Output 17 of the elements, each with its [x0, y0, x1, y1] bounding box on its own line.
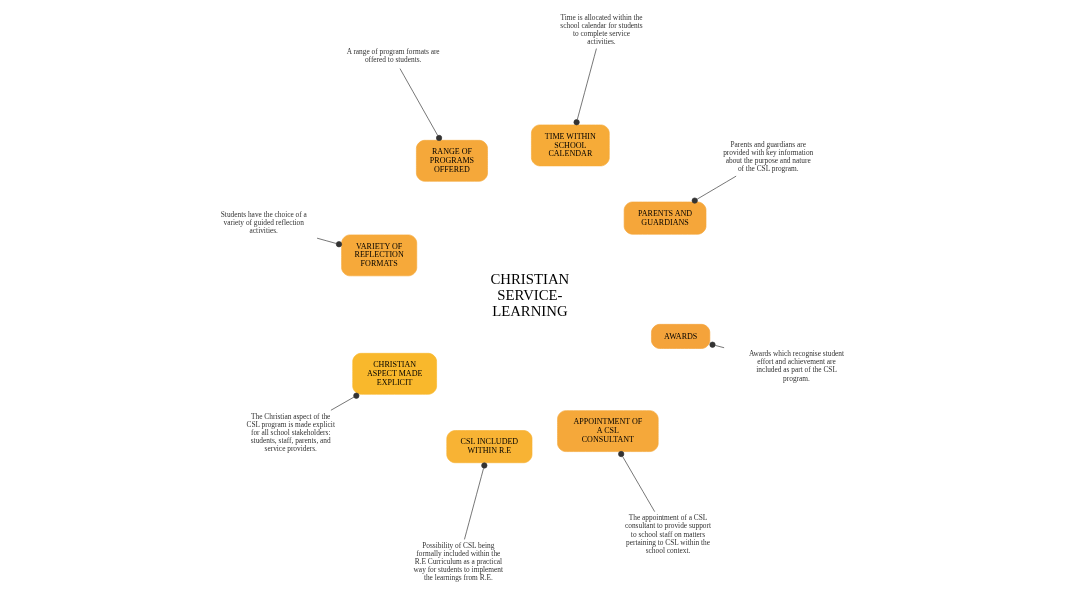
connector	[464, 462, 488, 540]
node-text: A range of program formats are offered to students.	[346, 47, 440, 65]
node-text: Awards which recognise student effort and achievement are included as part of the CSL program.	[748, 349, 845, 383]
node-text: Possibility of CSL being formally included within the R.E Curriculum as a practical way for students to implement the learnings from R.E.	[413, 541, 504, 583]
connector	[399, 68, 443, 141]
connector	[709, 341, 725, 349]
connector	[618, 451, 655, 512]
connector	[330, 392, 360, 411]
node-text: CHRISTIAN SERVICE-LEARNING	[490, 270, 570, 319]
node-text: The appointment of a CSL consultant to provide support to school staff on matters pertaining to CSL within the school context.	[624, 513, 712, 555]
node-text: Students have the choice of a variety of guided reflection activities.	[220, 210, 307, 236]
connector	[691, 175, 737, 204]
node-text: Time is allocated within the school calendar for students to complete service activities.	[560, 12, 643, 46]
connector	[316, 237, 342, 248]
node-text: Parents and guardians are provided with key information about the purpose and nature of the CSL program.	[723, 140, 814, 174]
node-text: The Christian aspect of the CSL program is made explicit for all school stakeholders: students, staff, parents, and service providers.	[246, 412, 335, 454]
connector	[573, 48, 597, 126]
